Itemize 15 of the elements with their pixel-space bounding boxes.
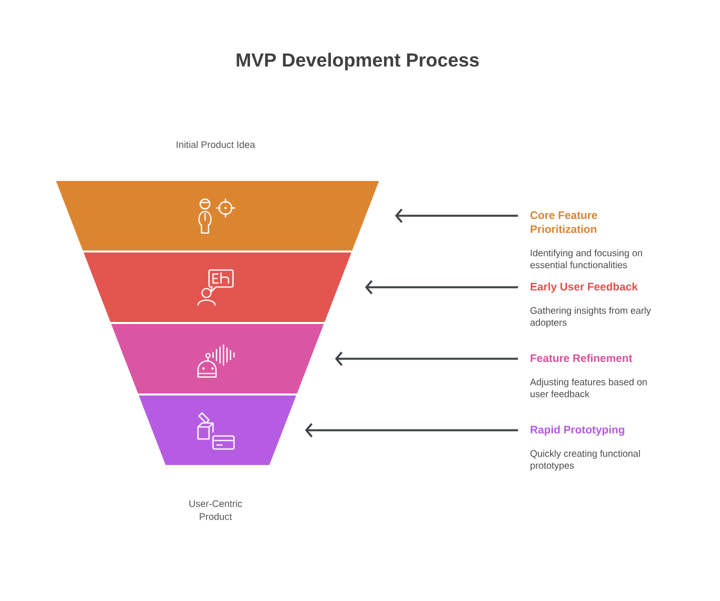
step-description: Quickly creating functional prototypes xyxy=(530,450,640,471)
step-description: Identifying and focusing on essential functionalities xyxy=(530,249,642,268)
funnel-label: User-Centric Product xyxy=(189,500,242,520)
step-description: Adjusting features based on user feedback xyxy=(530,378,647,398)
funnel-label: Initial Product Idea xyxy=(176,141,256,148)
step-title: Early User Feedback xyxy=(530,282,638,293)
arrow xyxy=(365,280,518,294)
diagram-title: MVP Development Process xyxy=(236,52,479,70)
step-title: Core Feature Prioritization xyxy=(530,211,598,233)
step-title: Feature Refinement xyxy=(530,354,632,362)
arrow xyxy=(395,208,518,223)
arrow xyxy=(305,423,518,438)
step-description: Gathering insights from early adopters xyxy=(530,306,651,328)
arrow xyxy=(335,352,518,366)
step-title: Rapid Prototyping xyxy=(530,425,624,436)
